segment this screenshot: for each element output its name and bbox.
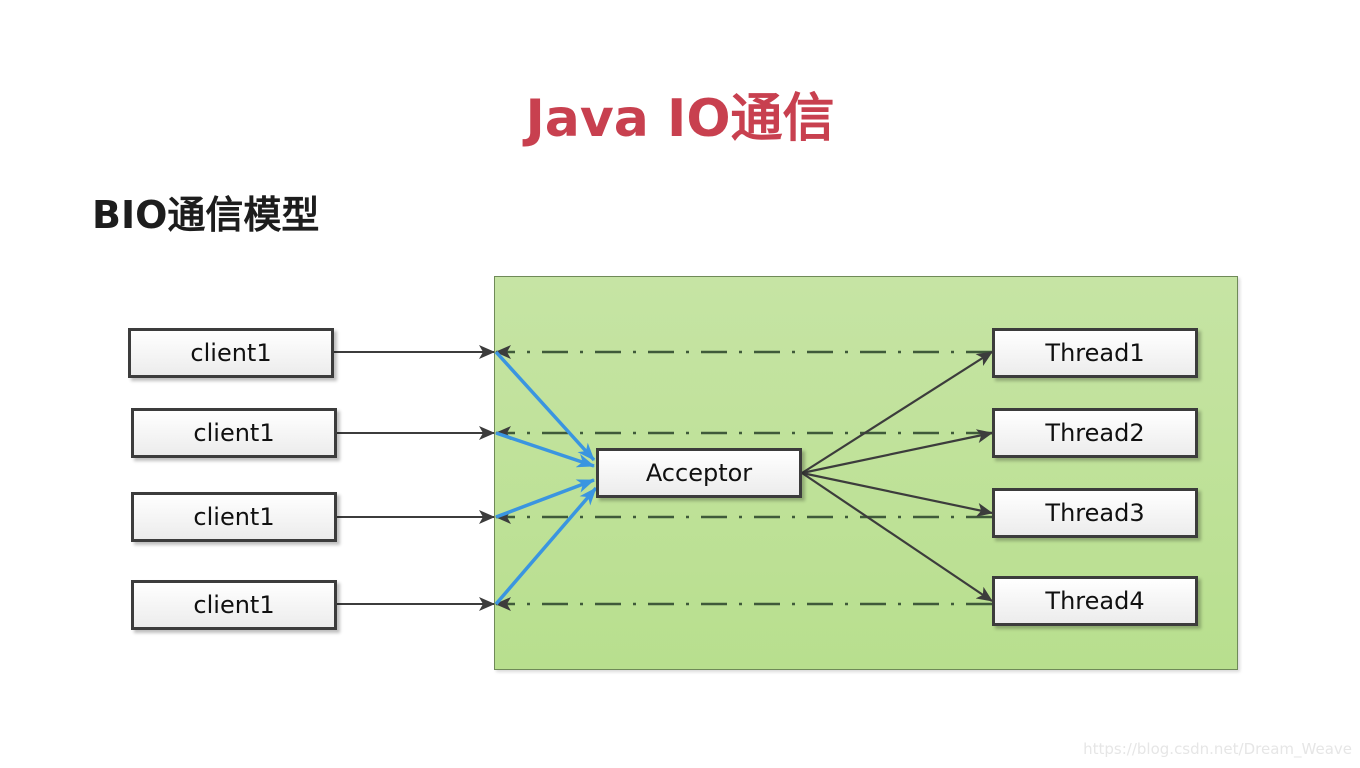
client-node: client1	[131, 408, 337, 458]
thread-node: Thread3	[992, 488, 1198, 538]
dispatch-arrow	[801, 472, 993, 602]
dispatch-arrow	[801, 351, 993, 474]
dispatch-arrow	[801, 429, 993, 475]
watermark: https://blog.csdn.net/Dream_Weave	[1083, 740, 1352, 758]
client-node: client1	[131, 492, 337, 542]
dispatch-arrow	[801, 471, 993, 517]
slide-title: Java IO通信	[525, 89, 835, 149]
accept-arrow	[494, 350, 596, 462]
client-node: client1	[131, 580, 337, 630]
thread-node: Thread4	[992, 576, 1198, 626]
slide-subtitle: BIO通信模型	[92, 193, 320, 237]
accept-arrow	[495, 478, 595, 519]
accept-arrow	[494, 486, 598, 606]
acceptor-node: Acceptor	[596, 448, 802, 498]
client-node: client1	[128, 328, 334, 378]
thread-node: Thread1	[992, 328, 1198, 378]
thread-node: Thread2	[992, 408, 1198, 458]
accept-arrow	[495, 431, 595, 468]
